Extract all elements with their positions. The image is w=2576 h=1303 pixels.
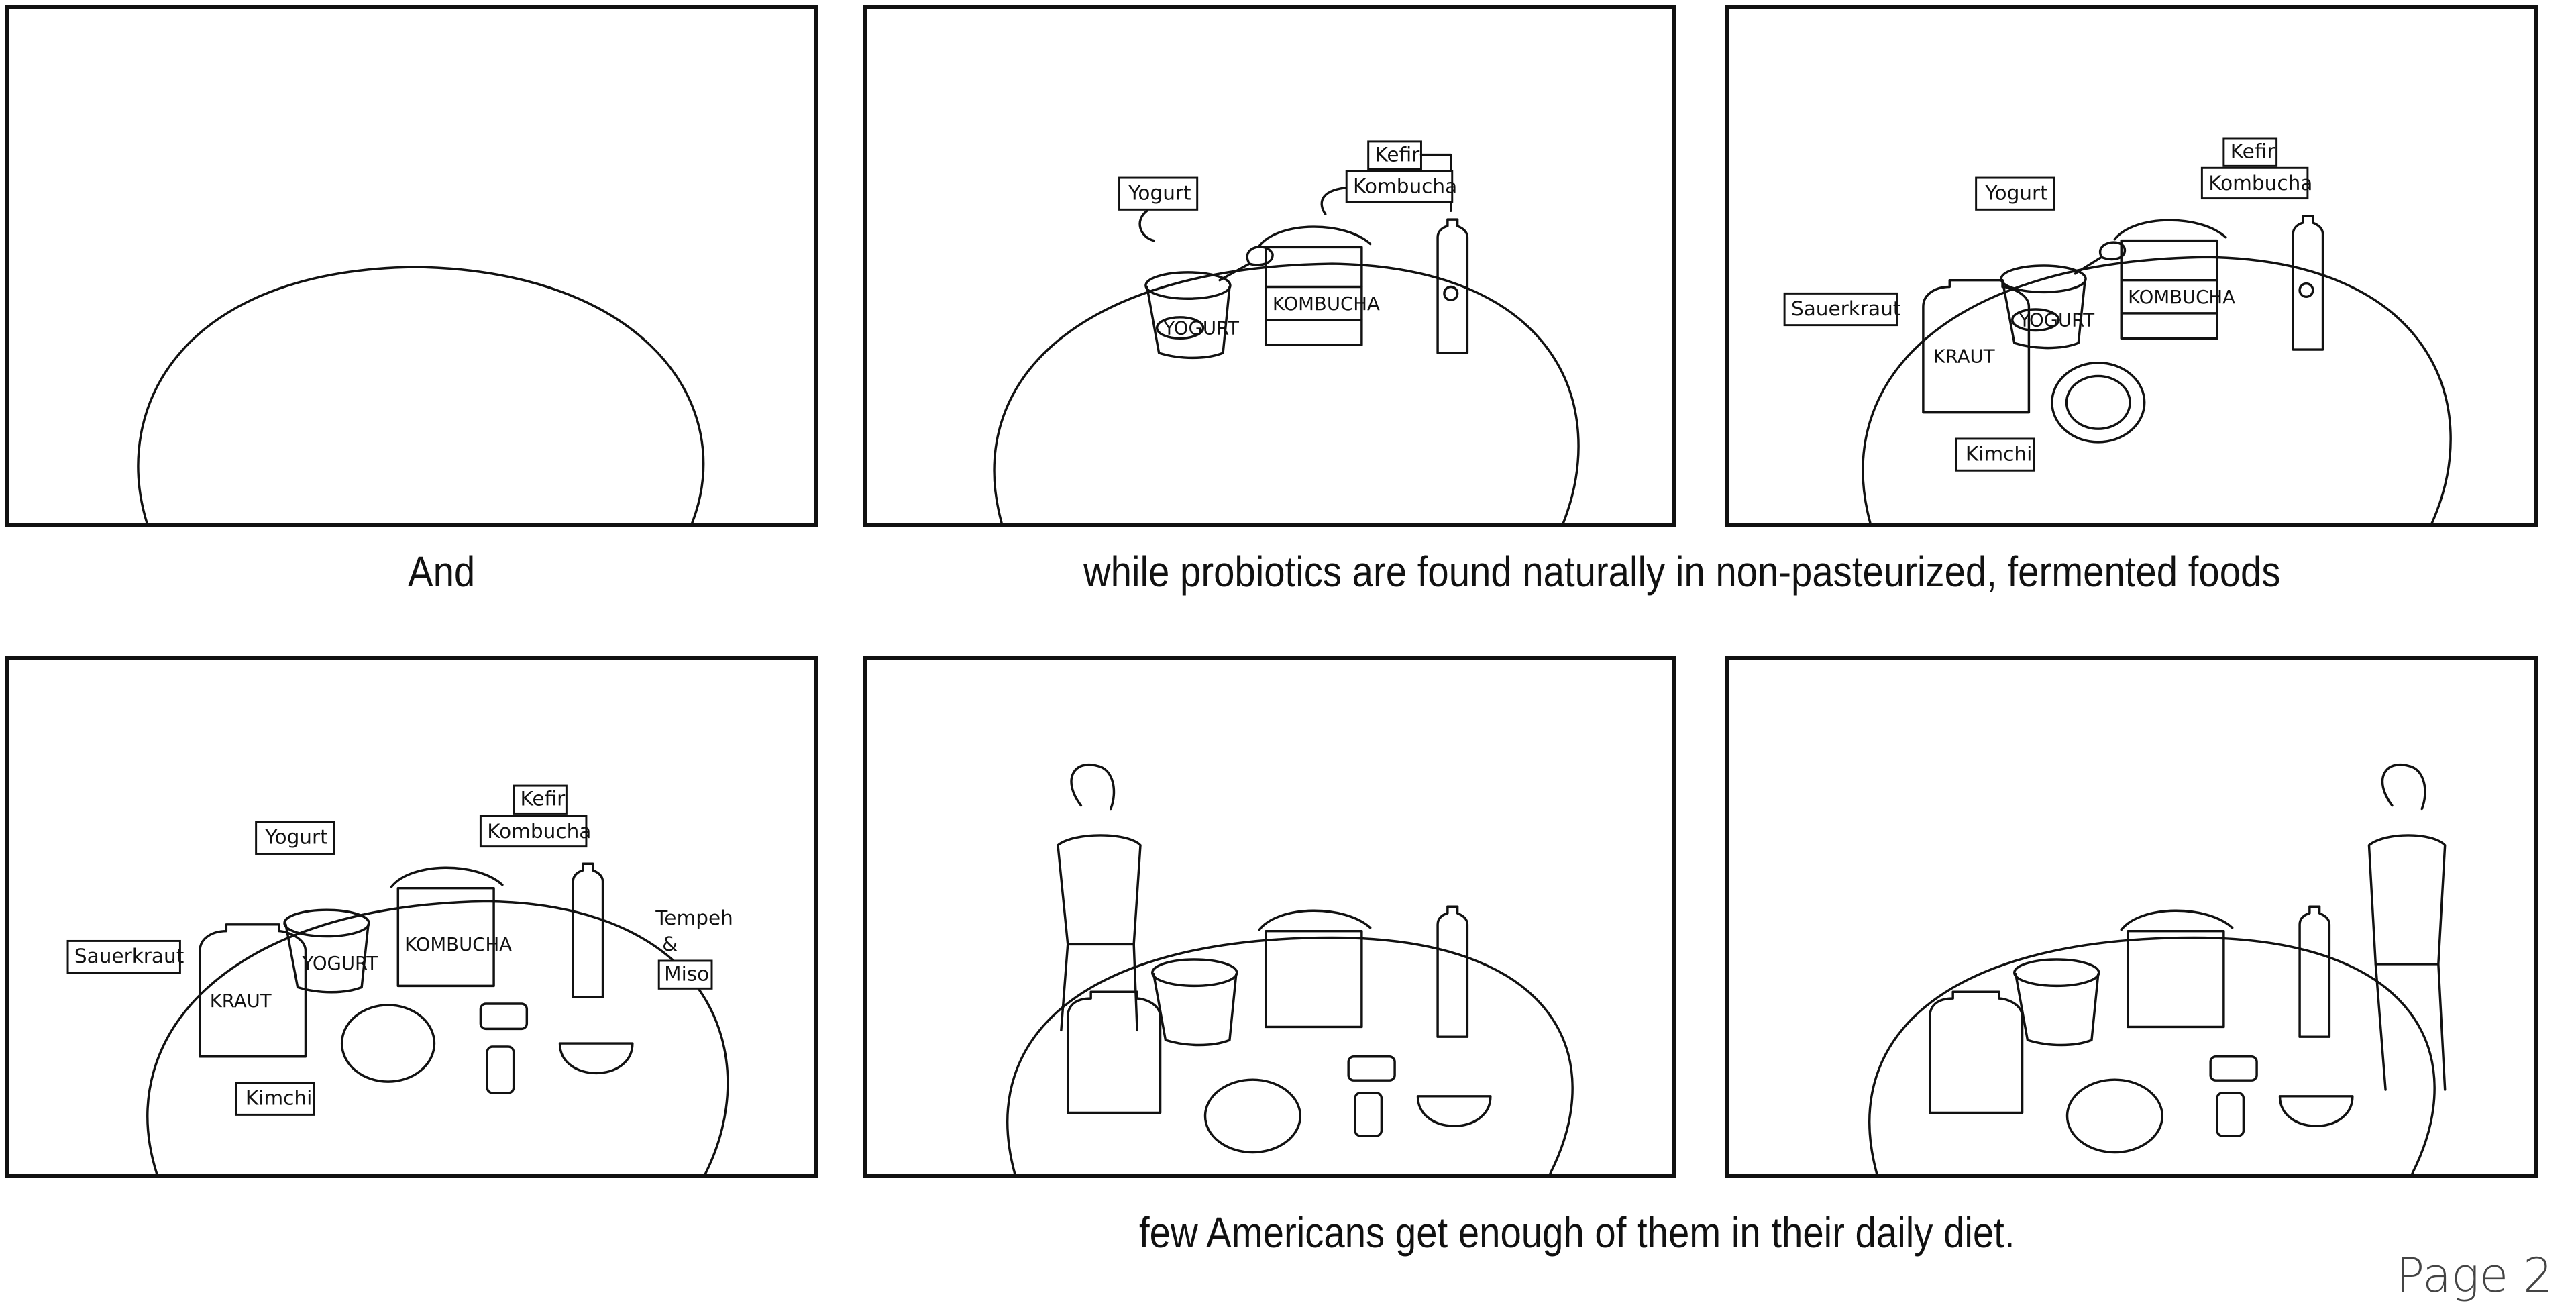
label-kimchi: Kimchi [1955, 437, 2035, 472]
label-kimchi: Kimchi [235, 1082, 315, 1116]
kombucha-jar [1258, 909, 1372, 1029]
svg-text:Sauerkraut: Sauerkraut [1791, 297, 1900, 320]
svg-text:YOGURT: YOGURT [2019, 310, 2095, 331]
yogurt-cup: YOGURT [283, 908, 378, 994]
svg-text:Yogurt: Yogurt [1984, 182, 2047, 205]
table-outline [1868, 936, 2436, 1174]
kombucha-jar: KOMBUCHA [390, 866, 512, 988]
kimchi-bowl [340, 1004, 436, 1083]
kefir-bottle [572, 862, 604, 998]
miso-bowl [558, 1042, 634, 1075]
svg-text:KOMBUCHA: KOMBUCHA [2128, 286, 2235, 308]
svg-text:Kefir: Kefir [2231, 140, 2276, 163]
panel-3-drawing: YOGURT KOMBUCHA KRAUT Yogurt Kefir [1783, 137, 2452, 523]
yogurt-cup [2013, 958, 2100, 1047]
panel-2: YOGURT KOMBUCHA Yogurt Kefir Kombu [863, 5, 1676, 527]
table-outline [137, 266, 705, 523]
label-miso: Miso [657, 959, 713, 990]
svg-text:KOMBUCHA: KOMBUCHA [405, 934, 512, 955]
yogurt-cup: YOGURT [2000, 241, 2126, 350]
kimchi-bowl [1203, 1078, 1302, 1154]
caption-probiotics: while probiotics are found naturally in … [1083, 548, 2281, 596]
label-kombucha: Kombucha [2200, 166, 2312, 200]
page-number: Page 2 [2396, 1248, 2553, 1303]
kraut-jar [1066, 990, 1162, 1114]
table-outline [146, 900, 729, 1174]
label-kombucha: Kombucha [479, 815, 591, 848]
label-amp: & [662, 933, 678, 955]
label-kefir: Kefir [1367, 140, 1452, 213]
kombucha-jar [2120, 909, 2234, 1029]
svg-text:Kombucha: Kombucha [2208, 172, 2312, 195]
kraut-jar: KRAUT [199, 923, 307, 1058]
person-figure [1057, 764, 1142, 1032]
kefir-bottle [1436, 905, 1469, 1038]
label-kombucha: Kombucha [1320, 170, 1457, 215]
tempeh-blocks [2209, 1055, 2258, 1137]
kombucha-jar: KOMBUCHA [1258, 225, 1380, 346]
label-sauerkraut: Sauerkraut [1783, 292, 1900, 327]
kefir-bottle [1436, 218, 1469, 354]
panel-6-drawing [1868, 764, 2447, 1174]
label-kefir: Kefir [2222, 137, 2278, 167]
svg-text:Kefir: Kefir [1375, 143, 1421, 166]
table-outline [1006, 936, 1574, 1174]
svg-text:KRAUT: KRAUT [1933, 346, 1995, 368]
kraut-jar [1928, 990, 2024, 1114]
kombucha-jar-text: KOMBUCHA [1273, 293, 1380, 315]
svg-text:Sauerkraut: Sauerkraut [74, 945, 184, 968]
yogurt-cup: YOGURT [1144, 246, 1274, 360]
svg-text:KRAUT: KRAUT [210, 990, 272, 1012]
panel-2-drawing: YOGURT KOMBUCHA Yogurt Kefir Kombu [993, 140, 1580, 523]
person-figure [2367, 764, 2447, 1091]
svg-text:Kombucha: Kombucha [1353, 175, 1457, 198]
miso-bowl [1416, 1095, 1492, 1127]
table-outline [993, 262, 1580, 523]
kefir-bottle [2292, 215, 2324, 351]
label-sauerkraut: Sauerkraut [66, 939, 184, 974]
yogurt-cup-text: YOGURT [1163, 317, 1239, 339]
tempeh-blocks [479, 1002, 529, 1094]
panel-5-drawing [1006, 764, 1574, 1174]
kimchi-bowl [2051, 362, 2146, 444]
label-tempeh: Tempeh [655, 906, 733, 929]
panel-1-drawing [137, 266, 705, 523]
svg-text:Miso: Miso [664, 963, 709, 986]
svg-text:Yogurt: Yogurt [264, 826, 327, 849]
label-kefir: Kefir [513, 784, 568, 815]
panel-6 [1725, 656, 2538, 1178]
tempeh-blocks [1347, 1055, 1396, 1137]
svg-text:YOGURT: YOGURT [302, 953, 378, 974]
svg-text:Kimchi: Kimchi [1966, 442, 2032, 465]
label-yogurt: Yogurt [1118, 176, 1199, 242]
panel-1 [5, 5, 818, 527]
miso-bowl [2278, 1095, 2354, 1127]
kombucha-jar: KOMBUCHA [2113, 219, 2235, 340]
caption-and: And [408, 548, 476, 596]
label-yogurt: Yogurt [1975, 176, 2055, 211]
panel-4: YOGURT KOMBUCHA KRAUT Yogurt Kefir [5, 656, 818, 1178]
caption-americans: few Americans get enough of them in thei… [1139, 1208, 2015, 1257]
label-yogurt: Yogurt [255, 821, 335, 855]
svg-text:Yogurt: Yogurt [1128, 182, 1191, 205]
panel-3: YOGURT KOMBUCHA KRAUT Yogurt Kefir [1725, 5, 2538, 527]
kimchi-bowl [2065, 1078, 2164, 1154]
panel-4-drawing: YOGURT KOMBUCHA KRAUT Yogurt Kefir [66, 784, 733, 1174]
panel-5 [863, 656, 1676, 1178]
table-outline [1862, 256, 2452, 523]
kefir-bottle [2298, 905, 2331, 1038]
svg-text:Kimchi: Kimchi [246, 1087, 312, 1110]
kraut-jar: KRAUT [1922, 278, 2031, 414]
svg-text:Kombucha: Kombucha [487, 820, 591, 843]
yogurt-cup [1151, 958, 1238, 1047]
svg-text:Kefir: Kefir [520, 788, 566, 811]
